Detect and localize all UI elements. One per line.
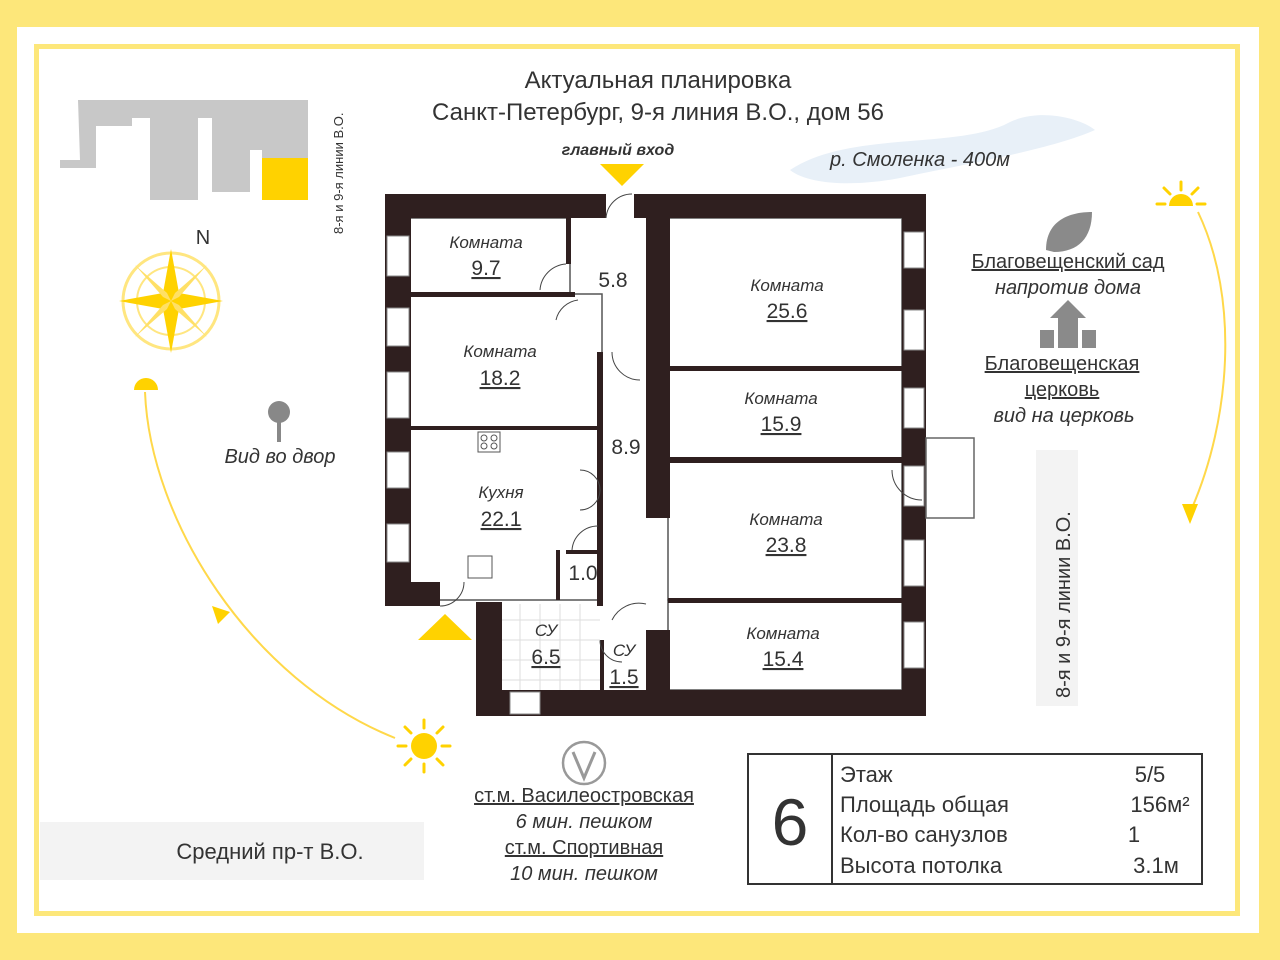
room-name-kitchen: Кухня [478, 483, 523, 502]
room-labels: Комната 9.7 5.8 Комната 25.6 Комната 18.… [449, 233, 823, 689]
sun-arrow-icon [212, 606, 230, 624]
entrance-label: главный вход [562, 142, 675, 159]
windows [386, 231, 925, 715]
sun-path-right [1191, 211, 1227, 509]
info-table: 6 Этаж 5/5 Площадь общая 156м² Кол-во са… [747, 753, 1203, 885]
metro-icon [561, 740, 607, 786]
door-swings [439, 193, 923, 663]
church-name-1: Благовещенская [985, 353, 1140, 375]
metro-time-1: 6 мин. пешком [516, 811, 653, 833]
room-area-r5: 23.8 [766, 534, 807, 557]
metro-time-2: 10 мин. пешком [510, 863, 658, 885]
info-label-baths: Кол-во санузлов [840, 822, 1008, 847]
building-footprint [60, 100, 308, 200]
north-label: N [196, 227, 210, 249]
inner-frame [34, 44, 1240, 916]
info-value-baths: 1 [1128, 822, 1140, 847]
church-name-2: церковь [1025, 379, 1100, 401]
sunset-half-sun-icon [134, 378, 158, 390]
river-label: р. Смоленка - 400м [829, 149, 1010, 171]
room-area-hall: 5.8 [598, 269, 627, 292]
compass-icon [119, 249, 223, 353]
balcony [925, 437, 975, 519]
bathroom-tiles [502, 604, 600, 690]
sunrise-icon [1155, 180, 1207, 206]
room-area-r1: 9.7 [471, 257, 500, 280]
apartment-number: 6 [772, 785, 809, 859]
river-wave [790, 115, 1095, 184]
room-area-corr: 8.9 [611, 436, 640, 459]
sink-icon [467, 555, 493, 579]
room-area-closet: 1.0 [568, 562, 597, 585]
room-area-r2: 25.6 [767, 300, 808, 323]
room-area-bath2: 1.5 [609, 666, 638, 689]
map-pin-icon [268, 401, 290, 442]
room-area-r3: 18.2 [480, 367, 521, 390]
interior-walls [410, 218, 904, 690]
sun-icon [396, 718, 452, 774]
room-name-bath1: СУ [535, 621, 559, 640]
sun-path-left [144, 391, 396, 739]
back-entrance-marker [418, 614, 472, 640]
main-entrance-marker [600, 164, 644, 186]
info-label-area: Площадь общая [840, 792, 1009, 817]
street-label-bottom: Средний пр-т В.О. [176, 839, 363, 864]
street-label-vertical-small: 8-я и 9-я линии В.О. [331, 113, 346, 234]
info-value-floor: 5/5 [1135, 762, 1166, 787]
street-shadow [1036, 450, 1078, 706]
room-area-kitchen: 22.1 [481, 508, 522, 531]
room-name-r6: Комната [746, 624, 819, 643]
garden-note: напротив дома [995, 277, 1141, 299]
room-name-r1: Комната [449, 233, 522, 252]
info-value-ceiling: 3.1м [1133, 853, 1179, 878]
metro-station-1: ст.м. Василеостровская [474, 785, 694, 807]
info-value-area: 156м² [1130, 792, 1189, 817]
floorplan [385, 164, 975, 716]
room-area-bath1: 6.5 [531, 646, 560, 669]
info-label-ceiling: Высота потолка [840, 853, 1003, 878]
leaf-icon [1046, 212, 1092, 252]
stove-icon [477, 431, 501, 453]
street-strip [40, 822, 424, 880]
room-area-r6: 15.4 [763, 648, 804, 671]
sun-arrow-icon-right [1182, 504, 1198, 524]
church-icon [1040, 300, 1096, 348]
info-label-floor: Этаж [840, 762, 893, 787]
garden-name: Благовещенский сад [971, 251, 1164, 273]
metro-station-2: ст.м. Спортивная [505, 837, 663, 859]
room-name-bath2: СУ [613, 641, 637, 660]
plan-title: Актуальная планировка [525, 67, 792, 94]
church-note: вид на церковь [993, 405, 1134, 427]
street-label-vertical-right: 8-я и 9-я линии В.О. [1053, 511, 1075, 698]
room-name-r4: Комната [744, 389, 817, 408]
room-name-r3: Комната [463, 342, 536, 361]
room-name-r2: Комната [750, 276, 823, 295]
room-area-r4: 15.9 [761, 413, 802, 436]
address-line: Санкт-Петербург, 9-я линия В.О., дом 56 [432, 99, 884, 126]
room-name-r5: Комната [749, 510, 822, 529]
courtyard-label: Вид во двор [224, 446, 335, 468]
